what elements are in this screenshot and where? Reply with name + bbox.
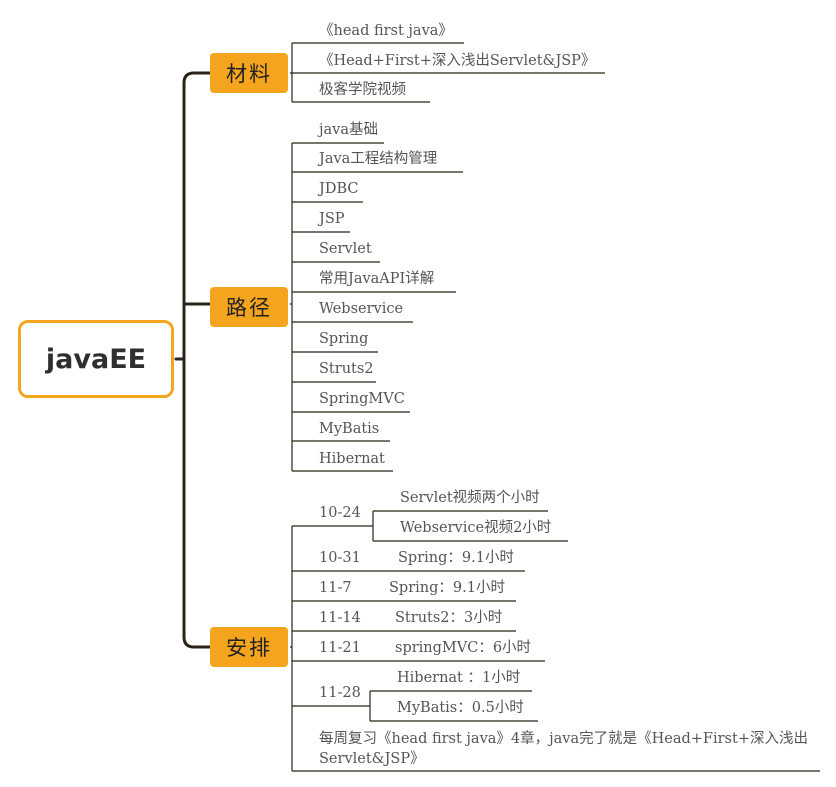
path-item[interactable]: 常用JavaAPI详解: [319, 271, 435, 287]
path-item[interactable]: JSP: [319, 211, 345, 227]
schedule-task[interactable]: MyBatis：0.5小时: [397, 700, 524, 716]
schedule-date[interactable]: 11-7: [319, 580, 352, 596]
connector-path-bracket: [290, 143, 293, 471]
materials-item[interactable]: 《Head+First+深入浅出Servlet&JSP》: [319, 53, 596, 69]
schedule-task[interactable]: springMVC：6小时: [395, 640, 532, 656]
schedule-date[interactable]: 11-28: [319, 685, 361, 701]
branch-node-path[interactable]: 路径: [210, 287, 288, 327]
path-item[interactable]: JDBC: [319, 181, 359, 197]
connector-trunk: [182, 71, 212, 649]
path-item[interactable]: Servlet: [319, 241, 372, 257]
path-item[interactable]: Java工程结构管理: [319, 151, 438, 167]
schedule-task[interactable]: Hibernat ：1小时: [397, 670, 521, 686]
path-item[interactable]: Struts2: [319, 361, 374, 377]
schedule-task[interactable]: Servlet视频两个小时: [400, 490, 540, 506]
path-item[interactable]: Webservice: [319, 301, 404, 317]
path-item[interactable]: Spring: [319, 331, 369, 347]
root-node-javaee[interactable]: javaEE: [18, 320, 174, 398]
schedule-task[interactable]: Spring：9.1小时: [398, 550, 514, 566]
branch-node-schedule[interactable]: 安排: [210, 627, 288, 667]
path-item[interactable]: Hibernat: [319, 451, 385, 467]
schedule-date[interactable]: 10-24: [319, 505, 361, 521]
materials-item[interactable]: 极客学院视频: [319, 82, 406, 98]
schedule-date[interactable]: 11-14: [319, 610, 361, 626]
path-item[interactable]: SpringMVC: [319, 391, 405, 407]
schedule-date[interactable]: 11-21: [319, 640, 361, 656]
path-item[interactable]: MyBatis: [319, 421, 380, 437]
schedule-task[interactable]: Webservice视频2小时: [400, 520, 552, 536]
schedule-note[interactable]: 每周复习《head first java》4章，java完了就是《Head+Fi…: [319, 731, 808, 767]
branch-node-materials[interactable]: 材料: [210, 53, 288, 93]
path-item[interactable]: java基础: [319, 122, 378, 138]
schedule-date[interactable]: 10-31: [319, 550, 361, 566]
materials-item[interactable]: 《head first java》: [319, 23, 453, 39]
schedule-task[interactable]: Struts2：3小时: [395, 610, 503, 626]
connector-schedule-bracket: [290, 526, 293, 771]
connector-materials-bracket: [290, 43, 293, 102]
schedule-task[interactable]: Spring：9.1小时: [389, 580, 505, 596]
